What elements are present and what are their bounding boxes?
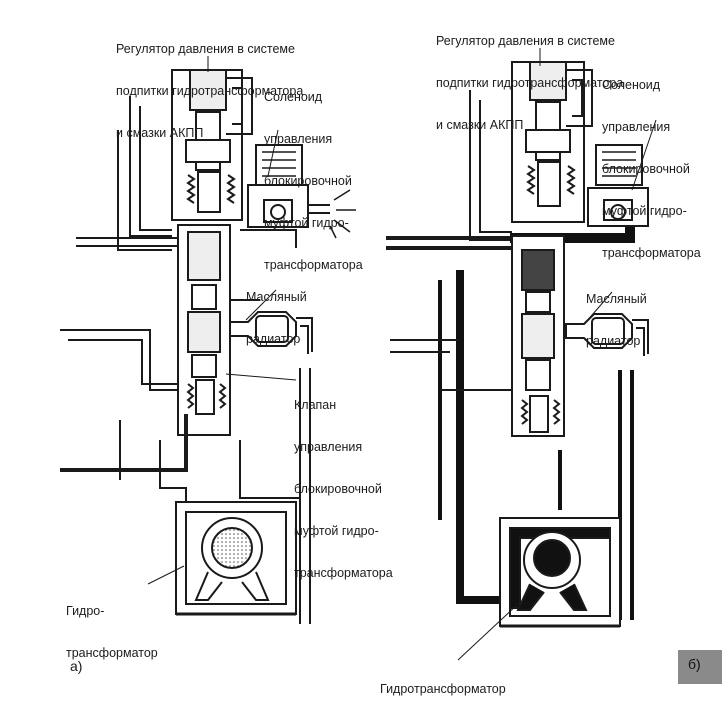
panel-a-lockup-valve-label: Клапан управления блокировочной муфтой г…	[294, 398, 393, 580]
panel-b-solenoid-label: Соленоид управления блокировочной муфтой…	[602, 78, 701, 260]
panel-a-left-line-1	[129, 96, 172, 237]
panel-a-regulator-loop	[226, 77, 253, 135]
panel-b-torque-converter-label: Гидротрансформатор	[380, 682, 506, 696]
panel-a-valve-body	[171, 69, 243, 221]
panel-b-regulator-loop	[566, 69, 593, 127]
panel-b-pressure-regulator-label: Регулятор давления в системе подпитки ги…	[436, 34, 624, 132]
panel-b-letter-badge: б)	[678, 650, 722, 684]
panel-a-pressure-regulator-label: Регулятор давления в системе подпитки ги…	[116, 42, 304, 140]
panel-a-torque-converter-label: Гидро- трансформатор	[66, 604, 158, 660]
panel-a-letter: а)	[70, 658, 83, 674]
hydraulic-diagram	[60, 48, 657, 661]
panel-a-oil-cooler	[229, 311, 313, 354]
panel-a-oil-cooler-label: Масляный радиатор	[246, 290, 307, 346]
panel-b-solenoid	[587, 144, 649, 227]
panel-a-solenoid-label: Соленоид управления блокировочной муфтой…	[264, 90, 363, 272]
panel-a-solenoid	[247, 144, 330, 228]
panel-a-left-line-2	[117, 130, 172, 251]
panel-b-lockup-valve	[511, 235, 565, 437]
panel-b-valve-body	[511, 61, 585, 223]
panel-b-apply-line	[386, 236, 516, 250]
panel-b-oil-cooler-label: Масляный радиатор	[586, 292, 647, 348]
panel-a-lockup-valve	[177, 224, 231, 436]
label-leaders	[147, 48, 657, 661]
panel-b-letter: б)	[688, 656, 701, 672]
panel-a-solenoid-spray	[329, 189, 356, 239]
panel-b-torque-converter	[499, 517, 621, 628]
panel-a-torque-converter	[175, 501, 297, 616]
panel-a-drawing	[60, 69, 356, 624]
